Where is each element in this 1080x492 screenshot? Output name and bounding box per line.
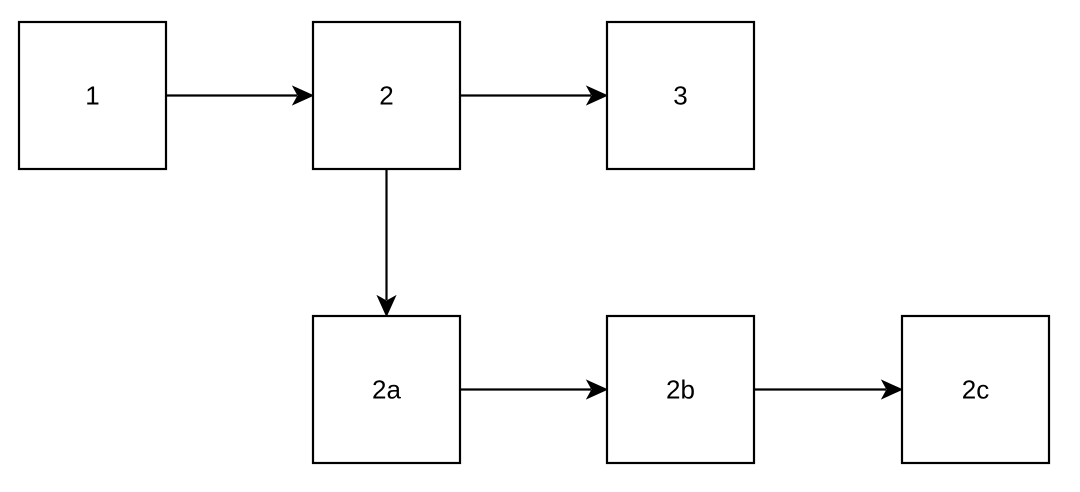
node-label: 3 (673, 81, 687, 111)
arrowhead-icon (880, 379, 904, 400)
node-box (311, 20, 462, 171)
diagram-node-2c: 2c (900, 314, 1051, 465)
diagram-node-2a: 2a (311, 314, 462, 465)
node-label: 2a (372, 375, 401, 405)
node-box (605, 314, 756, 465)
diagram-node-2b: 2b (605, 314, 756, 465)
node-box (900, 314, 1051, 465)
node-box (17, 20, 168, 171)
node-label: 1 (85, 81, 99, 111)
nodes-layer: 1 2 3 2a 2b 2c (17, 20, 1051, 465)
node-label: 2 (379, 81, 393, 111)
arrow-2-to-2a (376, 169, 397, 318)
node-box (605, 20, 756, 171)
arrowhead-icon (585, 379, 609, 400)
edges-layer (166, 85, 904, 400)
diagram-node-1: 1 (17, 20, 168, 171)
arrowhead-icon (376, 294, 397, 318)
arrowhead-icon (291, 85, 315, 106)
arrowhead-icon (585, 85, 609, 106)
diagram-node-3: 3 (605, 20, 756, 171)
arrow-2-to-3 (460, 85, 609, 106)
arrow-2b-to-2c (754, 379, 904, 400)
node-label: 2b (666, 375, 695, 405)
diagram-node-2: 2 (311, 20, 462, 171)
arrow-2a-to-2b (460, 379, 609, 400)
arrow-1-to-2 (166, 85, 315, 106)
node-label: 2c (962, 375, 989, 405)
node-box (311, 314, 462, 465)
